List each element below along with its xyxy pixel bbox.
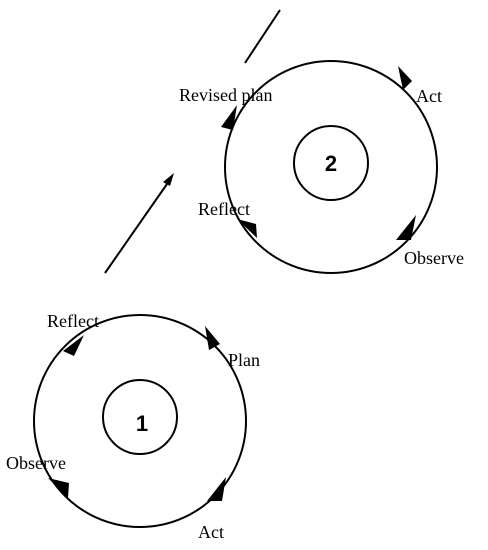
cycle-1-label-act: Act: [198, 522, 224, 542]
cycle-1-label-observe: Observe: [6, 453, 66, 473]
connector-arrow-cycle1-to-cycle2: [104, 183, 168, 274]
cycle-1-arrowhead-observe: [48, 478, 69, 498]
cycle-2-number: 2: [325, 151, 337, 176]
cycle-2-label-act: Act: [416, 86, 442, 106]
cycle-2-label-reflect: Reflect: [198, 199, 250, 219]
connector-line-continuation: [244, 9, 281, 64]
cycle-1-label-plan: Plan: [228, 350, 260, 370]
cycle-2-label-observe: Observe: [404, 248, 464, 268]
cycle-1-number: 1: [136, 411, 148, 436]
cycle-2-outer-circle: [224, 60, 438, 274]
cycle-1-label-reflect: Reflect: [47, 311, 99, 331]
cycle-2-arrowhead-revised-plan: [221, 105, 237, 130]
cycle-1: 1 Reflect Plan Observe Act: [6, 311, 260, 542]
cycle-2-arrowhead-act: [398, 66, 412, 90]
cycle-2-arrowhead-reflect: [237, 219, 257, 238]
cycle-2-inner-circle: [293, 125, 369, 201]
cycle-1-outer-circle: [33, 314, 247, 528]
cycle-2-arrowhead-observe: [396, 215, 416, 240]
cycle-1-arrowhead-plan: [205, 326, 220, 350]
cycle-2-label-revised-plan: Revised plan: [179, 85, 272, 105]
connector-arrowhead-cycle1-to-cycle2: [163, 173, 174, 186]
cycle-1-arrowhead-act: [207, 477, 226, 501]
cycle-2: 2 Revised plan Act Reflect Observe: [179, 60, 464, 274]
cycle-1-inner-circle: [102, 379, 178, 455]
connector-arrows: [104, 9, 281, 274]
cycle-1-arrowhead-reflect: [63, 335, 84, 356]
